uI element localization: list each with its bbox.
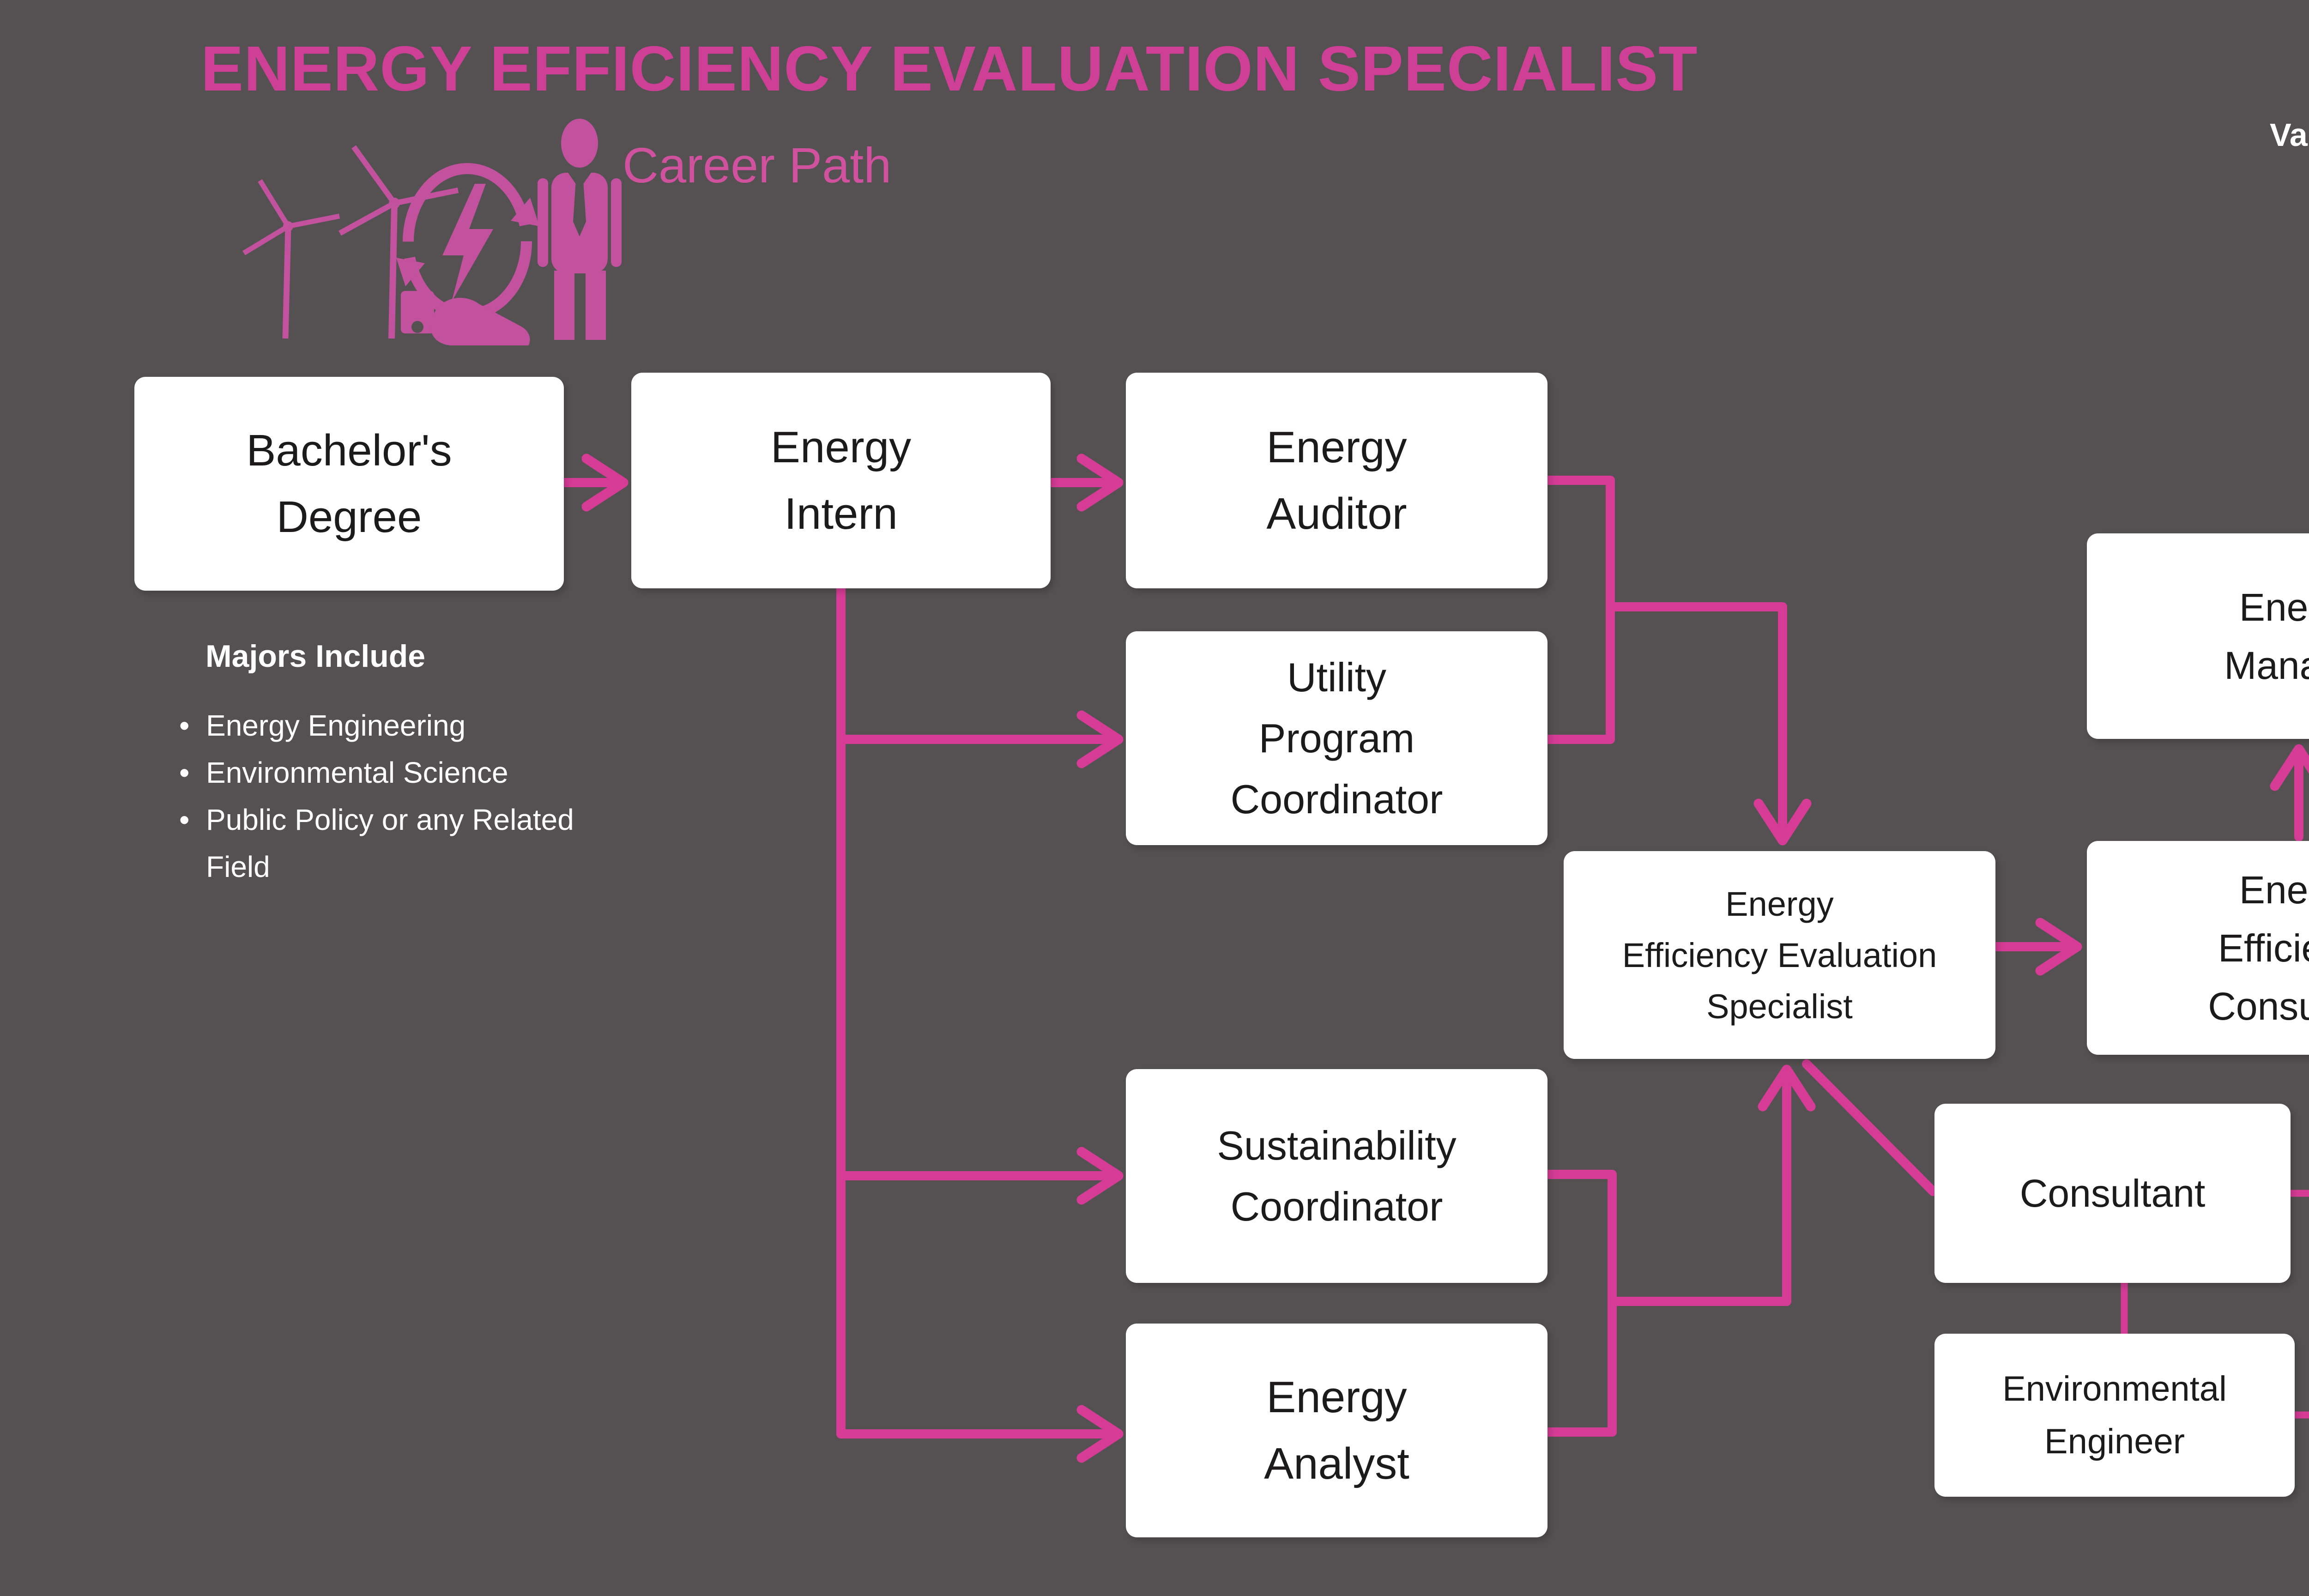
connector-auditor-upc-collector [1543, 476, 1615, 744]
node-label-line: Utility [1287, 654, 1387, 700]
node-label-line: Efficiency [2218, 926, 2309, 970]
node-label-line: Efficiency Evaluation [1622, 936, 1937, 974]
page-title: ENERGY EFFICIENCY EVALUATION SPECIALIST [201, 33, 1698, 104]
connector-collector-to-specialist-top [1606, 602, 1812, 846]
node-label-line: Energy [770, 422, 912, 472]
node-label-line: Specialist [1706, 987, 1853, 1026]
node-energy-efficiency-evaluation-specialist: Energy Efficiency Evaluation Specialist [1564, 851, 1995, 1059]
wind-turbine-icon [242, 145, 459, 339]
node-label-line: Manager [2224, 643, 2309, 687]
node-energy-efficiency-consultant: Energy Efficiency Consultant [2087, 841, 2309, 1055]
node-label-line: Sustainability [1217, 1122, 1457, 1168]
node-label-line: Analyst [1264, 1439, 1409, 1488]
node-label-line: Intern [784, 489, 898, 538]
node-label-line: Energy [1266, 1372, 1407, 1422]
node-label-line: Environmental [2002, 1369, 2227, 1409]
node-energy-intern: Energy Intern [631, 373, 1051, 588]
node-energy-manager: Energy Manager [2087, 533, 2309, 739]
node-label-line: Energy [1725, 884, 1834, 923]
node-sustainability-coordinator: Sustainability Coordinator [1126, 1069, 1547, 1283]
career-icon [242, 119, 622, 345]
majors-heading: Majors Include [206, 639, 426, 674]
lightning-icon [442, 184, 493, 302]
page-subtitle: Career Path [623, 137, 892, 193]
node-label-line: Energy [1266, 422, 1407, 472]
node-label-line: Program [1258, 715, 1415, 761]
person-icon [538, 119, 622, 340]
hand-holding-icon [401, 291, 530, 345]
bullet-icon: • [179, 803, 190, 836]
node-bachelors-degree: Bachelor's Degree [134, 377, 564, 591]
node-label-line: Degree [276, 492, 422, 542]
node-label-line: Consultant [2208, 984, 2309, 1028]
node-label-line: Auditor [1266, 489, 1407, 538]
node-label-line: Coordinator [1230, 776, 1443, 822]
connector-collector-to-specialist-bottom [1608, 1064, 1816, 1306]
node-label-line: Consultant [2019, 1172, 2206, 1215]
node-label-line: Coordinator [1230, 1183, 1443, 1229]
list-item: •Public Policy or any Related Field [179, 796, 586, 890]
connector-sustainability-analyst-collector [1543, 1170, 1617, 1437]
node-consultant: Consultant [1934, 1104, 2291, 1283]
node-energy-auditor: Energy Auditor [1126, 373, 1547, 588]
node-label-line: Energy [2239, 585, 2309, 629]
majors-list: •Energy Engineering •Environmental Scien… [179, 702, 586, 890]
node-environmental-engineer: Environmental Engineer [1934, 1334, 2295, 1497]
list-item: •Environmental Science [179, 749, 586, 796]
connector-consultant-to-specialist [1802, 1059, 1938, 1196]
node-label-line: Bachelor's [246, 425, 452, 475]
node-utility-program-coordinator: Utility Program Coordinator [1126, 631, 1547, 845]
bullet-icon: • [179, 756, 190, 789]
node-label-line: Engineer [2044, 1421, 2185, 1461]
list-item: •Energy Engineering [179, 702, 586, 749]
node-label-line: Energy [2239, 868, 2309, 912]
work-areas-heading: Variety of areas can work at: [2270, 117, 2309, 153]
bullet-icon: • [179, 709, 190, 742]
node-energy-analyst: Energy Analyst [1126, 1324, 1547, 1537]
